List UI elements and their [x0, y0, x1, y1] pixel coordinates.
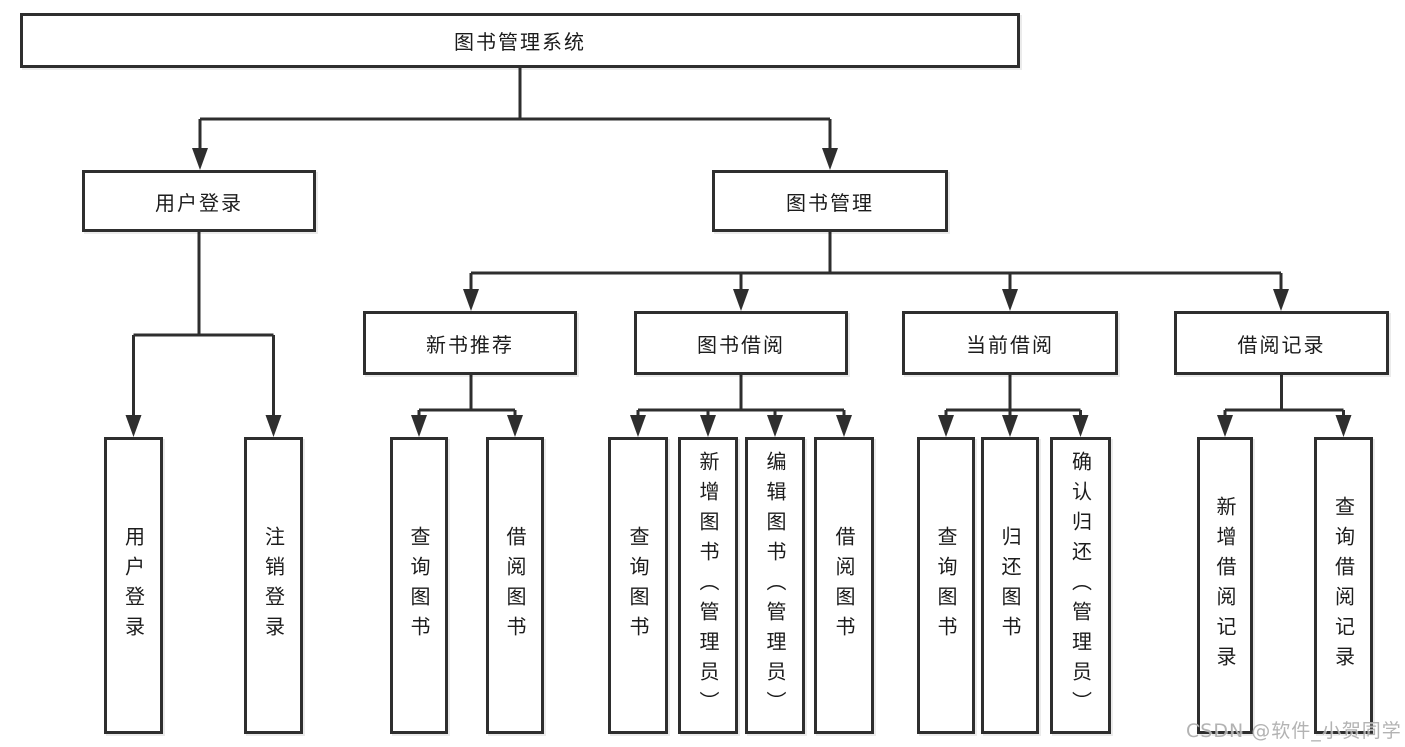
node-records-query: 查询借阅记录	[1314, 437, 1373, 734]
watermark: CSDN @软件_小贺同学	[1186, 720, 1402, 742]
leaf-label: 归还图书	[998, 525, 1022, 646]
node-newbook-borrow: 借阅图书	[486, 437, 544, 734]
arrow-down-icon	[192, 148, 208, 170]
node-records-add: 新增借阅记录	[1197, 437, 1253, 734]
leaf-label: 查询图书	[626, 525, 650, 646]
node-newbook-query: 查询图书	[390, 437, 448, 734]
arrow-down-icon	[767, 415, 783, 437]
leaf-label: 新增借阅记录	[1213, 495, 1237, 676]
arrow-down-icon	[125, 415, 142, 437]
leaf-label: 查询图书	[934, 525, 958, 646]
arrow-down-icon	[630, 415, 646, 437]
node-root: 图书管理系统	[20, 13, 1020, 68]
leaf-label: 借阅图书	[832, 525, 856, 646]
node-borrow-edit-admin: 编辑图书（管理员）	[745, 437, 805, 734]
arrow-down-icon	[265, 415, 282, 437]
arrow-down-icon	[1217, 415, 1233, 437]
arrow-down-icon	[1002, 289, 1018, 311]
arrow-down-icon	[700, 415, 716, 437]
leaf-label: 查询借阅记录	[1331, 495, 1356, 676]
leaf-label: 借阅图书	[503, 525, 527, 646]
node-current-confirm-admin: 确认归还（管理员）	[1050, 437, 1111, 734]
arrow-down-icon	[1273, 289, 1289, 311]
arrow-down-icon	[836, 415, 852, 437]
node-borrow-records: 借阅记录	[1174, 311, 1389, 375]
arrow-down-icon	[463, 289, 479, 311]
node-current-borrow: 当前借阅	[902, 311, 1118, 375]
node-book-management: 图书管理	[712, 170, 948, 232]
arrow-down-icon	[938, 415, 954, 437]
node-new-book-recommend: 新书推荐	[363, 311, 577, 375]
node-current-return: 归还图书	[981, 437, 1039, 734]
arrow-down-icon	[1072, 415, 1089, 437]
arrow-down-icon	[507, 415, 523, 437]
node-login-user: 用户登录	[104, 437, 163, 734]
leaf-label: 注销登录	[261, 525, 286, 646]
node-user-login: 用户登录	[82, 170, 316, 232]
arrow-down-icon	[411, 415, 427, 437]
node-login-logout: 注销登录	[244, 437, 303, 734]
node-borrow-borrow: 借阅图书	[814, 437, 874, 734]
leaf-label: 查询图书	[407, 525, 431, 646]
node-current-query: 查询图书	[917, 437, 975, 734]
leaf-label: 确认归还（管理员）	[1068, 450, 1093, 721]
leaf-label: 编辑图书（管理员）	[763, 450, 787, 721]
node-book-borrow: 图书借阅	[634, 311, 848, 375]
arrow-down-icon	[822, 148, 838, 170]
arrow-down-icon	[1335, 415, 1352, 437]
leaf-label: 用户登录	[121, 525, 146, 646]
arrow-down-icon	[733, 289, 749, 311]
node-borrow-query: 查询图书	[608, 437, 668, 734]
arrow-down-icon	[1002, 415, 1018, 437]
leaf-label: 新增图书（管理员）	[696, 450, 720, 721]
node-borrow-add-admin: 新增图书（管理员）	[678, 437, 738, 734]
